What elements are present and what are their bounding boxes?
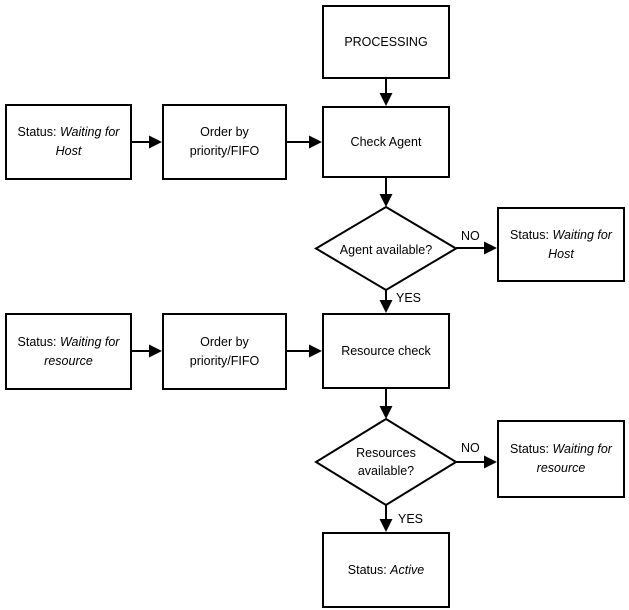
node-status-waiting-host-left: Status: Waiting for Host xyxy=(5,104,132,180)
node-processing-label: PROCESSING xyxy=(344,34,428,49)
edge-label-resource-yes: YES xyxy=(398,512,424,526)
edge-label-agent-yes: YES xyxy=(396,291,422,305)
node-order-by-priority-1-label: Order by priority/FIFO xyxy=(189,125,260,158)
edge-label-resource-no: NO xyxy=(461,441,480,455)
node-resource-check: Resource check xyxy=(322,313,450,389)
node-status-active: Status: Active xyxy=(322,532,450,608)
node-status-waiting-resource-left-label: Status: Waiting for resource xyxy=(17,334,120,368)
node-resource-check-label: Resource check xyxy=(341,343,431,358)
node-check-agent-label: Check Agent xyxy=(350,134,422,149)
node-status-waiting-host-left-label: Status: Waiting for Host xyxy=(17,125,120,158)
node-processing: PROCESSING xyxy=(322,5,450,79)
node-order-by-priority-2: Order by priority/FIFO xyxy=(162,313,287,390)
node-order-by-priority-1: Order by priority/FIFO xyxy=(162,104,287,180)
node-status-waiting-resource-right: Status: Waiting for resource xyxy=(497,420,625,498)
node-status-waiting-resource-left: Status: Waiting for resource xyxy=(5,313,132,390)
decision-resources-available-label: Resources available? xyxy=(356,446,416,479)
decision-diamond-agent-available xyxy=(314,205,458,292)
node-check-agent: Check Agent xyxy=(322,106,450,178)
node-order-by-priority-2-label: Order by priority/FIFO xyxy=(189,334,260,368)
node-status-waiting-resource-right-label: Status: Waiting for resource xyxy=(510,442,612,475)
node-status-waiting-host-right-label: Status: Waiting for Host xyxy=(510,227,612,261)
decision-diamond-resources-available xyxy=(314,417,458,507)
node-status-active-label: Status: Active xyxy=(347,562,425,577)
edge-label-agent-no: NO xyxy=(461,229,480,243)
decision-agent-available-label: Agent available? xyxy=(339,243,433,257)
node-status-waiting-host-right: Status: Waiting for Host xyxy=(497,207,625,282)
